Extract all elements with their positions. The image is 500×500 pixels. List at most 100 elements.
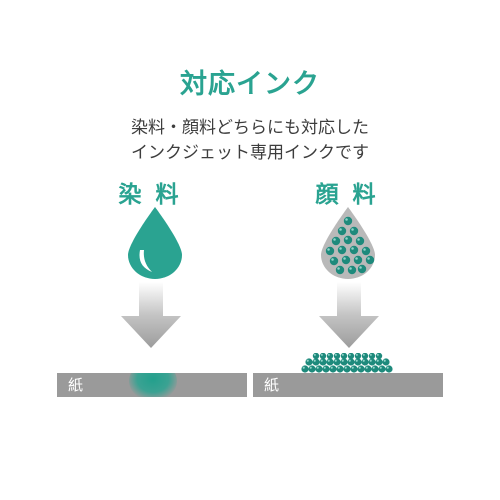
pigment-particle — [361, 246, 371, 256]
pigment-particle-highlight — [351, 228, 354, 231]
pigment-particle — [361, 353, 369, 360]
pigment-particle — [319, 358, 327, 366]
pigment-particle-highlight — [320, 359, 323, 362]
pigment-particle — [347, 358, 355, 366]
pigment-particle — [326, 358, 334, 366]
pigment-particle — [355, 236, 365, 246]
pigment-drop-icon — [321, 207, 375, 279]
pigment-particle-highlight — [358, 366, 361, 369]
pigment-particle — [354, 358, 362, 366]
page-subtitle: 染料・顔料どちらにも対応した インクジェット専用インクです — [0, 116, 500, 166]
pigment-particle-highlight — [323, 366, 326, 369]
pigment-particle-highlight — [330, 366, 333, 369]
pigment-particle — [368, 358, 376, 366]
pigment-particle-highlight — [331, 258, 334, 261]
pigment-particle-highlight — [334, 353, 337, 356]
pigment-particle — [340, 358, 348, 366]
pigment-particle — [347, 265, 357, 275]
pigment-particle — [312, 353, 320, 360]
pigment-particle — [301, 365, 309, 373]
pigment-particle-highlight — [327, 248, 330, 251]
pigment-particle — [347, 353, 355, 360]
pigment-particle — [315, 365, 323, 373]
pigment-particle-highlight — [337, 267, 340, 270]
pigment-particle-highlight — [379, 366, 382, 369]
pigment-particle-highlight — [327, 353, 330, 356]
down-arrow-icon-dye — [121, 282, 181, 348]
pigment-particle — [329, 256, 339, 266]
pigment-particle-highlight — [349, 267, 352, 270]
pigment-particle-highlight — [367, 257, 370, 260]
pigment-particle-highlight — [362, 359, 365, 362]
pigment-particle — [333, 353, 341, 360]
pigment-particle-highlight — [383, 359, 386, 362]
pigment-particle-highlight — [345, 237, 348, 240]
pigment-particle-highlight — [362, 353, 365, 356]
pigment-particle — [308, 365, 316, 373]
pigment-particle-highlight — [339, 228, 342, 231]
paper-label-pigment: 紙 — [264, 376, 280, 394]
pigment-particle-highlight — [334, 359, 337, 362]
pigment-particle-highlight — [343, 257, 346, 260]
page-title: 対応インク — [180, 69, 320, 100]
pigment-particle-highlight — [341, 359, 344, 362]
pigment-particle — [361, 358, 369, 366]
pigment-particle-highlight — [313, 359, 316, 362]
pigment-particle-highlight — [339, 247, 342, 250]
pigment-particle-highlight — [306, 359, 309, 362]
pigment-particle — [382, 358, 390, 366]
pigment-particle — [319, 353, 327, 360]
paper-strip-dye: 紙 — [57, 373, 247, 397]
pigment-label: 顔 料 — [315, 182, 379, 208]
pigment-particle — [350, 365, 358, 373]
paper-strip-pigment: 紙 — [253, 373, 443, 397]
pigment-particle-highlight — [376, 359, 379, 362]
pigment-particle — [326, 353, 334, 360]
pigment-particle — [365, 255, 375, 265]
pigment-particle-highlight — [355, 353, 358, 356]
pigment-particle — [375, 358, 383, 366]
pigment-particle — [343, 216, 353, 226]
pigment-particle — [341, 255, 351, 265]
pigment-particle-highlight — [344, 366, 347, 369]
pigment-particle-highlight — [386, 366, 389, 369]
pigment-particle-highlight — [327, 359, 330, 362]
subtitle-line-2: インクジェット専用インクです — [131, 143, 369, 163]
pigment-particle — [357, 264, 367, 274]
dye-label: 染 料 — [118, 182, 182, 208]
pigment-particle — [354, 353, 362, 360]
pigment-particle-highlight — [357, 238, 360, 241]
pigment-particle-highlight — [351, 247, 354, 250]
pigment-particle — [337, 226, 347, 236]
pigment-particle — [325, 246, 335, 256]
pigment-particle — [333, 358, 341, 366]
pigment-particle — [385, 365, 393, 373]
pigment-particle-highlight — [355, 359, 358, 362]
pigment-particle-highlight — [345, 218, 348, 221]
pigment-particle — [368, 353, 376, 360]
absorbed-ink-spot — [129, 373, 177, 397]
pigment-particle — [337, 245, 347, 255]
pigment-particle — [305, 358, 313, 366]
pigment-particle-highlight — [337, 366, 340, 369]
pigment-particle — [378, 365, 386, 373]
pigment-particle — [375, 353, 383, 360]
ink-drop-icon — [128, 207, 182, 279]
pigment-particle-highlight — [355, 257, 358, 260]
pigment-particle-highlight — [376, 353, 379, 356]
pigment-particle — [349, 245, 359, 255]
pigment-particle-highlight — [320, 353, 323, 356]
pigment-particle-highlight — [333, 238, 336, 241]
pigment-particle — [336, 365, 344, 373]
pigment-particle-highlight — [365, 366, 368, 369]
pigment-particle-highlight — [348, 353, 351, 356]
pigment-particle — [343, 235, 353, 245]
pigment-particle-layer — [301, 353, 393, 373]
pigment-particle-highlight — [302, 366, 305, 369]
pigment-particle — [349, 226, 359, 236]
pigment-particle-highlight — [363, 248, 366, 251]
pigment-particle — [329, 365, 337, 373]
pigment-particle-highlight — [313, 353, 316, 356]
pigment-particle-highlight — [359, 266, 362, 269]
pigment-particle — [357, 365, 365, 373]
